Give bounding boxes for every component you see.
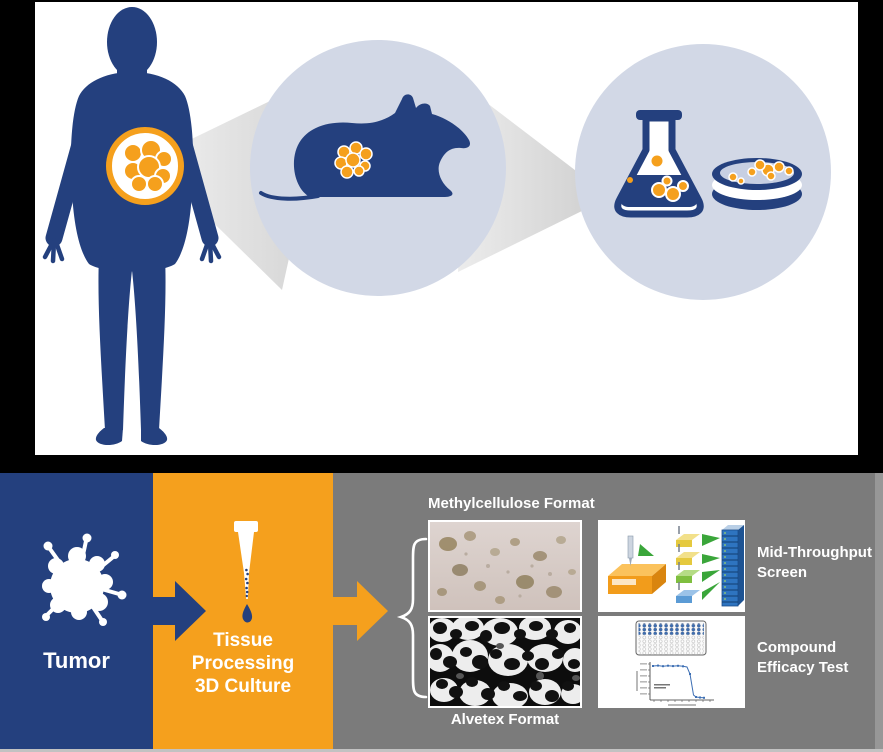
mid-throughput-line: Mid-Throughput xyxy=(757,544,872,561)
pipette-drop-icon xyxy=(234,521,258,623)
curly-brace-left xyxy=(396,537,428,699)
tumor-mass-icon xyxy=(42,533,127,626)
patient-to-lab-illustration xyxy=(35,2,858,455)
mid-throughput-label: Mid-Throughput Screen xyxy=(757,543,872,583)
mid-throughput-line: Screen xyxy=(757,564,808,581)
compound-efficacy-line: Compound xyxy=(757,639,837,656)
methylcellulose-format-label: Methylcellulose Format xyxy=(428,495,595,512)
screening-robot-diagram xyxy=(598,520,745,612)
alvetex-scaffold-sem xyxy=(426,616,587,709)
step-tumor-label: Tumor xyxy=(43,648,110,673)
erlenmeyer-flask-icon xyxy=(614,110,704,218)
panel-bevel-bottom xyxy=(0,749,883,752)
compound-efficacy-label: Compound Efficacy Test xyxy=(757,638,848,678)
step-processing-line: Tissue xyxy=(213,630,273,651)
workflow-panel: Tumor Tissue Processing 3D Culture Methy… xyxy=(0,473,883,752)
step-processing-label: Tissue Processing 3D Culture xyxy=(153,629,333,698)
methylcellulose-micrograph xyxy=(428,520,582,612)
mouse-model-icon xyxy=(259,94,471,201)
alvetex-scaffold-art xyxy=(426,616,587,709)
methylcellulose-micrograph-art xyxy=(430,522,580,610)
step-processing-line: 3D Culture xyxy=(194,676,292,697)
panel-bevel-right xyxy=(875,473,883,749)
compound-efficacy-line: Efficacy Test xyxy=(757,659,849,676)
step-processing-line: Processing xyxy=(191,653,295,674)
tumor-cells-on-mouse xyxy=(334,141,373,179)
compound-efficacy-panel xyxy=(598,616,745,708)
alvetex-format-label: Alvetex Format xyxy=(450,711,560,728)
well-plate-dose-response xyxy=(598,616,745,708)
petri-dish-icon xyxy=(712,158,802,210)
human-body-silhouette-icon xyxy=(42,7,222,446)
lab-zoom-circle xyxy=(575,44,831,300)
mid-throughput-panel xyxy=(598,520,745,612)
tumor-cells-circle-icon xyxy=(106,127,184,205)
